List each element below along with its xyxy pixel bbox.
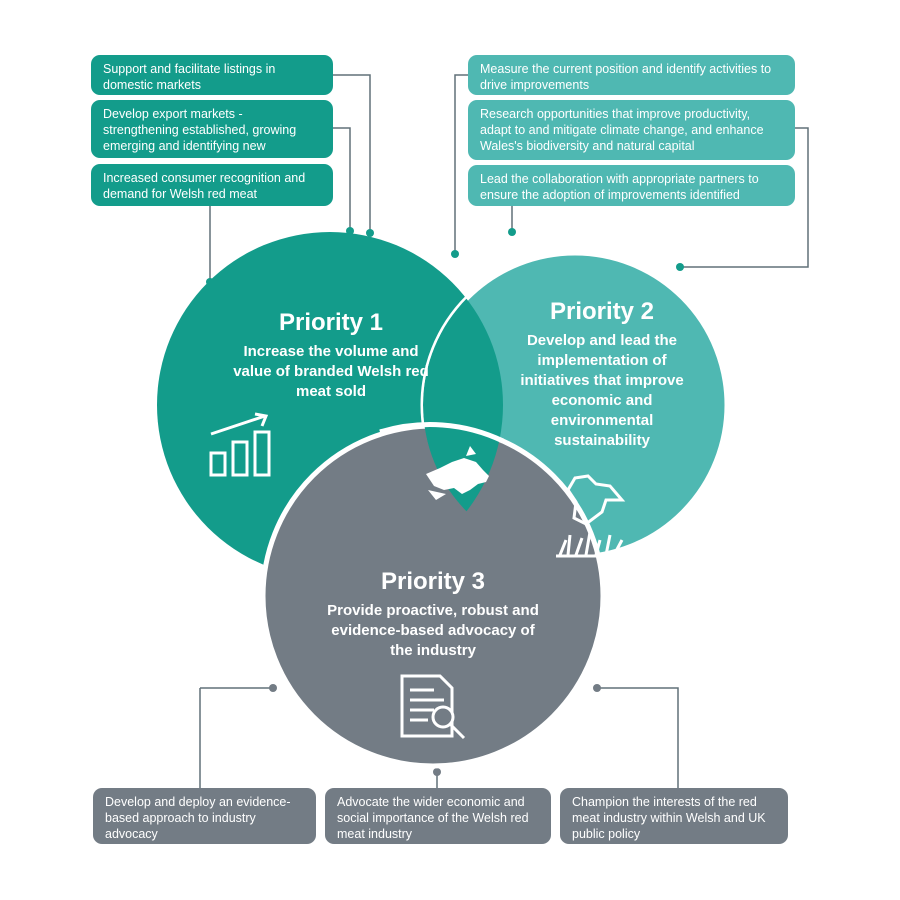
connector-dots-grey	[269, 684, 601, 776]
priority1-description: Increase the volume and value of branded…	[233, 343, 429, 400]
priority3-text: Priority 3 Provide proactive, robust and…	[318, 567, 548, 661]
bar-chart-growth-icon	[209, 412, 271, 477]
priority1-action-2: Develop export markets - strengthening e…	[91, 100, 333, 158]
priority3-description: Provide proactive, robust and evidence-b…	[327, 602, 539, 659]
priority1-title: Priority 1	[278, 309, 384, 336]
priority3-title: Priority 3	[380, 568, 486, 595]
welsh-dragon-icon	[426, 446, 489, 500]
sheep-grass-icon	[556, 474, 626, 558]
priority2-title: Priority 2	[549, 298, 655, 325]
priority3-action-2: Advocate the wider economic and social i…	[325, 788, 551, 844]
priority2-description: Develop and lead the implementation of i…	[520, 332, 684, 449]
priority3-action-3: Champion the interests of the red meat i…	[560, 788, 788, 844]
priority3-action-1: Develop and deploy an evidence-based app…	[93, 788, 316, 844]
connector-lines	[199, 74, 809, 788]
priority1-action-1: Support and facilitate listings in domes…	[91, 55, 333, 95]
priority2-text: Priority 2 Develop and lead the implemen…	[516, 297, 688, 451]
priority1-text: Priority 1 Increase the volume and value…	[226, 308, 436, 402]
priority2-action-3: Lead the collaboration with appropriate …	[468, 165, 795, 206]
document-magnifier-icon	[400, 674, 466, 740]
priority1-action-3: Increased consumer recognition and deman…	[91, 164, 333, 206]
priority2-action-2: Research opportunities that improve prod…	[468, 100, 795, 160]
priority2-action-1: Measure the current position and identif…	[468, 55, 795, 95]
